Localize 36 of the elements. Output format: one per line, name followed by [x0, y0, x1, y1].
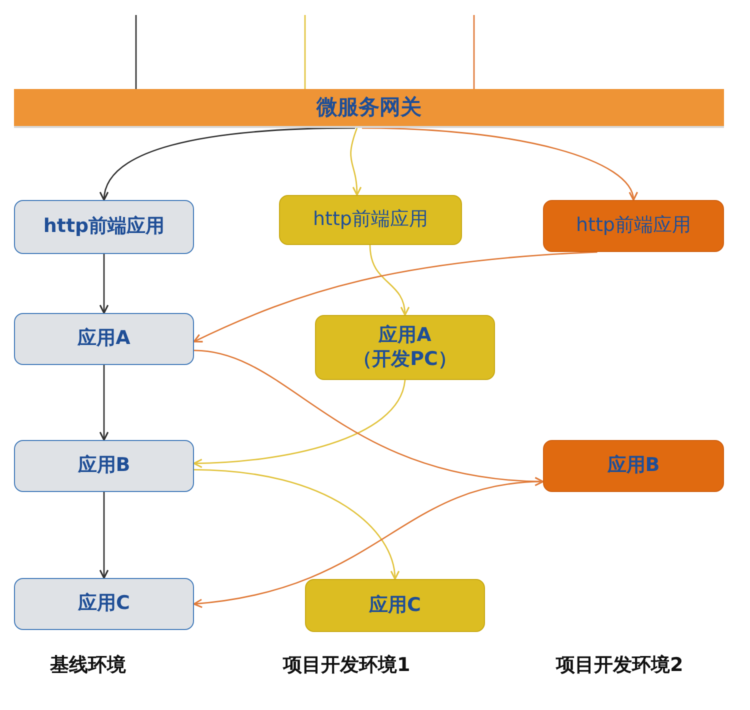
- connector-arrow: [369, 244, 410, 316]
- node-label: 应用C: [78, 592, 130, 616]
- connector-arrow: [193, 380, 406, 468]
- node-label: 应用B: [607, 454, 660, 478]
- connector-arrow: [362, 127, 636, 201]
- connector-arrow: [99, 492, 109, 579]
- service-box: [14, 200, 194, 254]
- node-label: http前端应用: [43, 215, 165, 239]
- node-label: 应用B: [78, 454, 130, 478]
- environment-label: 项目开发环境2: [556, 653, 684, 678]
- connector-arrow: [99, 365, 109, 441]
- service-box: [279, 195, 462, 245]
- service-box: [14, 313, 194, 365]
- node-label: 应用A: [78, 327, 130, 351]
- node-label: http前端应用: [576, 214, 691, 238]
- connector-arrow: [100, 127, 355, 201]
- service-box: [315, 315, 495, 380]
- node-label: 应用C: [369, 594, 421, 618]
- connector-arrow: [99, 254, 109, 314]
- connector-arrow: [350, 128, 362, 196]
- service-box: [14, 578, 194, 630]
- connector-arrow: [193, 480, 544, 608]
- node-label: 微服务网关: [316, 94, 422, 121]
- service-box: [305, 579, 485, 632]
- node-label: 应用A: [378, 324, 432, 348]
- service-box: [543, 440, 724, 492]
- node-label: http前端应用: [312, 208, 428, 232]
- connector-arrow: [194, 350, 544, 486]
- environment-label: 项目开发环境1: [283, 653, 410, 678]
- environment-label: 基线环境: [50, 653, 126, 678]
- node-label: （开发PC）: [353, 348, 457, 372]
- gateway-band: [14, 89, 724, 128]
- service-box: [14, 440, 194, 492]
- connector-arrow: [194, 468, 399, 580]
- connector-arrow: [193, 251, 598, 343]
- service-box: [543, 200, 724, 252]
